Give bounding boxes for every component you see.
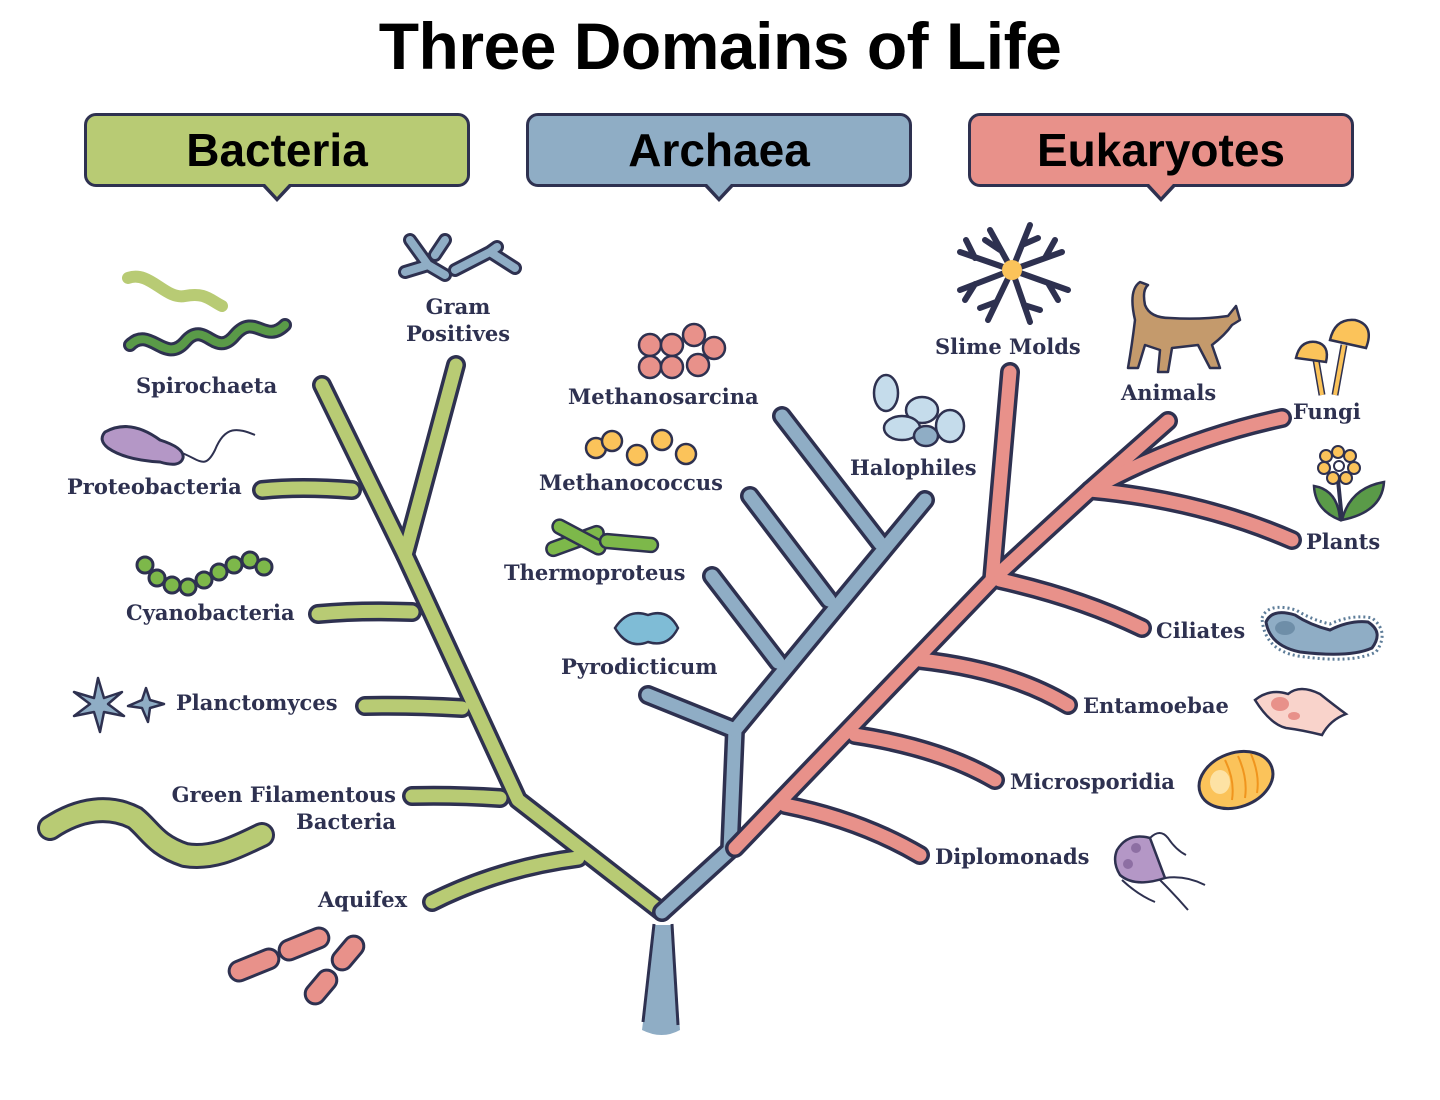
taxon-label-ciliates: Ciliates (1156, 618, 1246, 643)
cocci-icon (584, 428, 698, 467)
ciliate-icon (1260, 605, 1384, 661)
archaea-branches (638, 406, 935, 922)
domain-label-eukaryotes: Eukaryotes (968, 113, 1354, 202)
taxon-label-green-filamentous-bacteria: Green Filamentous Bacteria (150, 780, 396, 837)
flagellated-rod-icon (100, 425, 256, 466)
taxon-label-animals: Animals (1121, 380, 1217, 405)
filament-icon (37, 797, 275, 869)
bead-chain-icon (135, 550, 274, 597)
diplomonad-icon (1113, 832, 1206, 911)
taxon-label-line: Gram (425, 294, 491, 319)
flower-icon (1312, 445, 1386, 522)
taxon-label-planctomyces: Planctomyces (176, 690, 338, 715)
slime-mold-icon (957, 222, 1071, 325)
taxon-label-entamoebae: Entamoebae (1083, 693, 1229, 718)
taxon-label-methanosarcina: Methanosarcina (568, 384, 759, 409)
cell-cluster-icon (637, 322, 727, 380)
domain-label-text: Archaea (628, 124, 810, 176)
cat-icon (1126, 280, 1242, 374)
taxon-label-microsporidia: Microsporidia (1010, 769, 1175, 794)
taxon-label-cyanobacteria: Cyanobacteria (126, 600, 295, 625)
eukaryote-branches (725, 362, 1302, 865)
bacteria-branches (252, 355, 672, 922)
taxon-label-line: Bacteria (296, 809, 396, 835)
tree-trunk (641, 923, 680, 1035)
mushroom-icon (1294, 318, 1370, 396)
green-rods-icon (545, 518, 660, 558)
taxon-label-thermoproteus: Thermoproteus (504, 560, 686, 585)
taxon-label-gram-positives: Gram Positives (398, 292, 518, 349)
taxon-label-aquifex: Aquifex (318, 887, 408, 912)
page-title: Three Domains of Life (378, 9, 1062, 83)
taxon-label-slime-molds: Slime Molds (935, 334, 1081, 359)
star-cell-icon (72, 676, 166, 734)
spiral-bacterium-icon (122, 270, 292, 357)
taxon-label-methanococcus: Methanococcus (539, 470, 723, 495)
branched-rod-icon (398, 233, 522, 282)
rod-pair-icon (227, 926, 366, 1006)
domain-label-archaea: Archaea (526, 113, 912, 202)
taxon-label-plants: Plants (1306, 529, 1381, 554)
taxon-label-fungi: Fungi (1293, 399, 1361, 424)
disc-cell-icon (613, 611, 680, 646)
amoeba-icon (1253, 687, 1349, 737)
taxon-label-pyrodicticum: Pyrodicticum (561, 654, 718, 679)
taxon-label-diplomonads: Diplomonads (935, 844, 1090, 869)
taxon-label-line: Positives (405, 321, 511, 347)
taxon-label-line: Green Filamentous (171, 782, 396, 807)
oval-cluster-icon (872, 373, 966, 448)
taxon-label-halophiles: Halophiles (850, 455, 977, 480)
taxon-label-spirochaeta: Spirochaeta (136, 373, 278, 398)
domain-label-bacteria: Bacteria (84, 113, 470, 202)
domain-label-text: Bacteria (186, 124, 368, 176)
domain-label-text: Eukaryotes (1036, 124, 1285, 176)
taxon-label-proteobacteria: Proteobacteria (67, 474, 242, 499)
spore-icon (1197, 749, 1275, 811)
